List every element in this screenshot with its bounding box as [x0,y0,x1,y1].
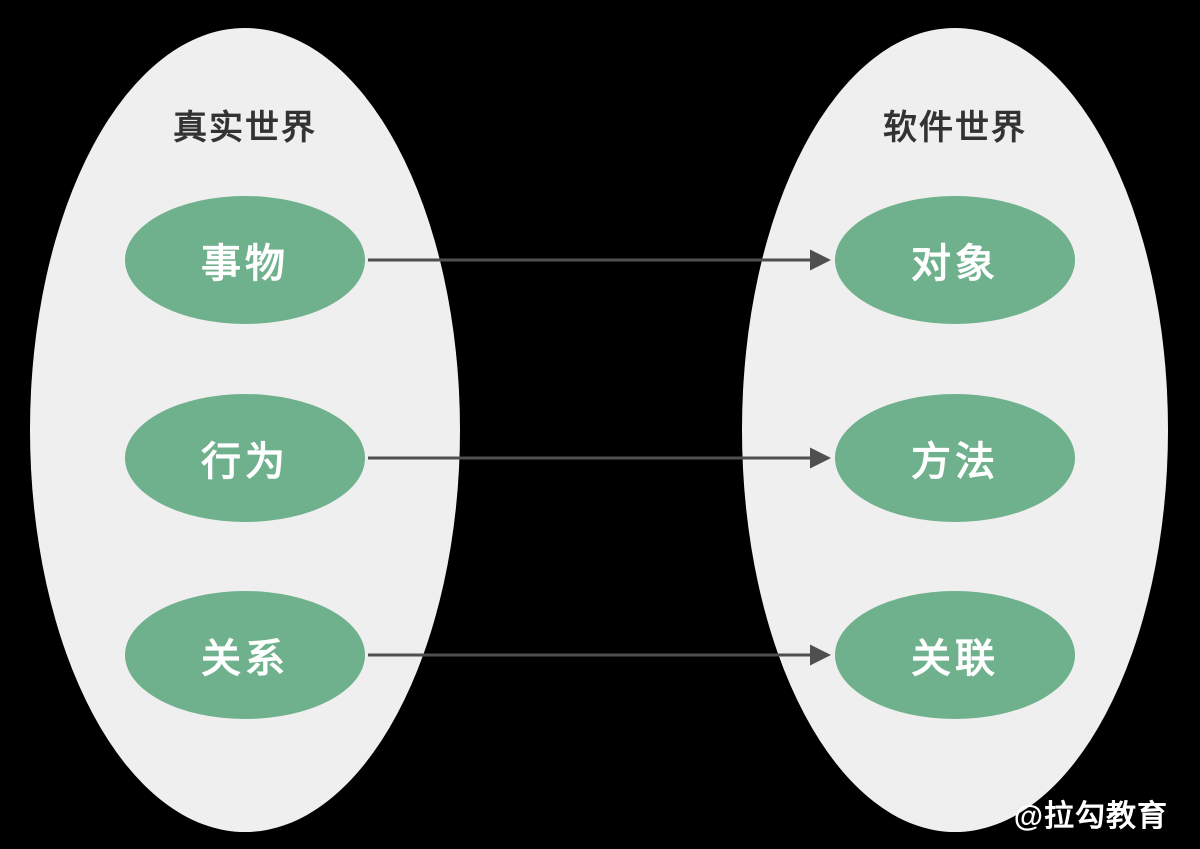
software-world-title: 软件世界 [883,109,1027,147]
node-association: 关联 [835,591,1075,719]
node-method: 方法 [835,394,1075,522]
watermark-text: @拉勾教育 [1013,800,1168,833]
node-relation: 关系 [125,591,365,719]
node-object: 对象 [835,196,1075,324]
node-things: 事物 [125,196,365,324]
real-world-title: 真实世界 [173,109,317,147]
node-behavior: 行为 [125,394,365,522]
